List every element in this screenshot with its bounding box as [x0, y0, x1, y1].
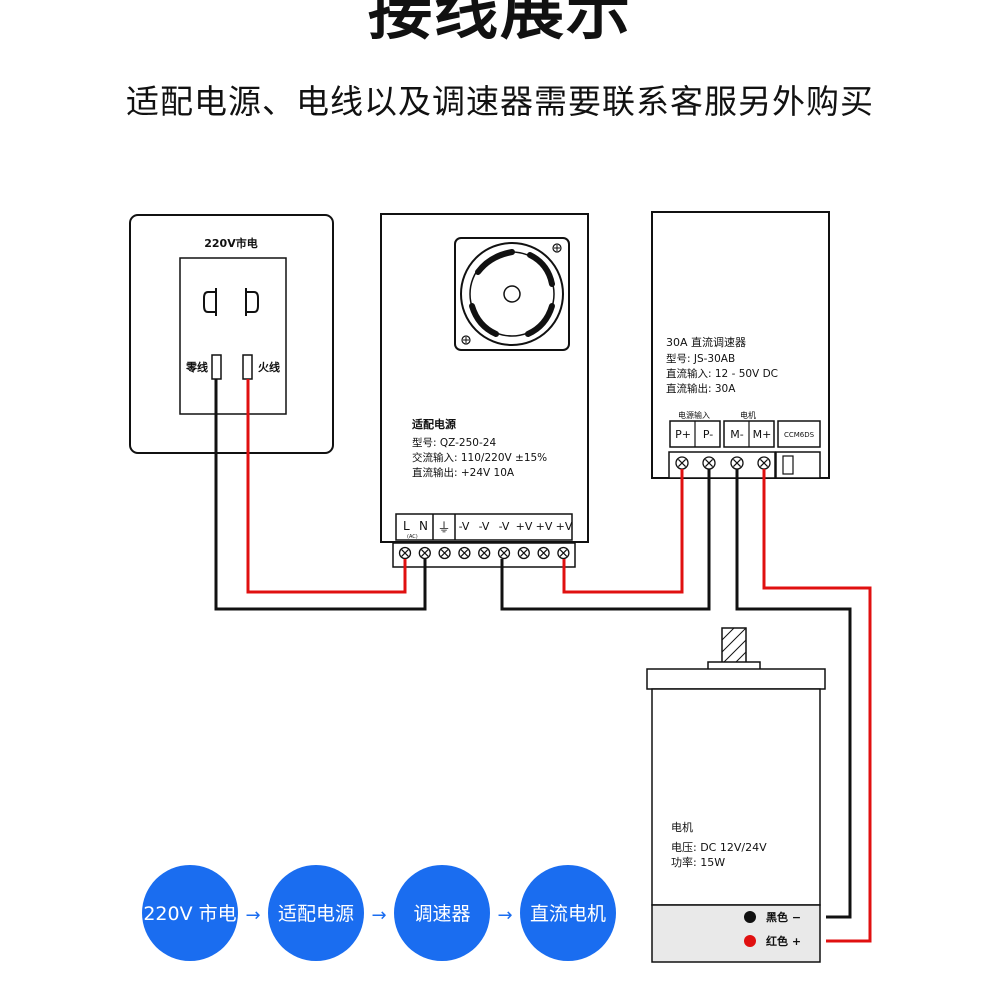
flow-step-label: 220V 市电	[143, 903, 236, 925]
psu-terminal-label: +V	[536, 520, 553, 533]
live-label: 火线	[258, 360, 280, 374]
psu-terminal-label: -V	[499, 520, 510, 533]
psu-terminal-label: -V	[479, 520, 490, 533]
socket-hole-right-icon	[245, 288, 259, 316]
motor-name: 电机	[671, 820, 693, 834]
terminal-screw-icon	[398, 546, 412, 560]
controller-terminal-label: M-	[730, 428, 743, 441]
terminal-screw-icon	[702, 456, 716, 470]
terminal-screw-icon	[757, 456, 771, 470]
motor-voltage: 电压: DC 12V/24V	[671, 841, 767, 854]
terminal-screw-icon	[438, 546, 451, 560]
psu-model: 型号: QZ-250-24	[412, 436, 496, 449]
controller-name: 30A 直流调速器	[666, 335, 746, 349]
socket-live-terminal	[242, 354, 253, 380]
flow-arrow-icon: →	[497, 905, 512, 926]
motor-black-label: 黑色 −	[766, 910, 801, 924]
wire-ctrl-mminus-to-motor-black	[735, 469, 852, 919]
black-dot-icon	[744, 911, 756, 923]
psu-terminal-label: +V	[516, 520, 533, 533]
wall-socket: 220V市电 零线 火线	[129, 214, 334, 454]
screw-icon	[552, 243, 562, 253]
socket-plate	[179, 257, 287, 415]
psu-dc-output: 直流输出: +24V 10A	[412, 466, 515, 479]
terminal-screw-icon	[497, 546, 511, 560]
flow-step-label: 直流电机	[530, 903, 606, 925]
terminal-screw-icon	[557, 546, 570, 560]
controller-terminal-label: P-	[703, 428, 713, 441]
wire-socket-live-to-psu-l	[246, 379, 407, 594]
flow-arrow-icon: →	[371, 905, 386, 926]
socket-hole-left-icon	[203, 288, 217, 316]
flow-step-circle	[394, 865, 490, 961]
psu-n-sub-label: (AC)	[407, 534, 418, 540]
terminal-screw-icon	[458, 546, 471, 560]
flow-step-label: 适配电源	[278, 903, 354, 925]
terminal-screw-icon	[730, 456, 744, 470]
terminal-screw-icon	[418, 546, 431, 560]
psu-name: 适配电源	[412, 417, 456, 431]
controller-model: 型号: JS-30AB	[666, 352, 735, 365]
flow-step-circle	[268, 865, 364, 961]
psu-terminal-label: -V	[459, 520, 470, 533]
neutral-label: 零线	[185, 360, 208, 374]
controller-terminal-label: P+	[675, 428, 691, 441]
flow-step-circle	[142, 865, 238, 961]
psu-ac-input: 交流输入: 110/220V ±15%	[412, 451, 547, 464]
wire-psu-positive-to-ctrl-pplus	[562, 469, 684, 594]
controller-dc-input: 直流输入: 12 - 50V DC	[666, 367, 778, 380]
socket-neutral-terminal	[211, 354, 222, 380]
ground-icon: ⏚	[437, 521, 450, 536]
screw-icon	[461, 335, 471, 345]
wire-psu-negative-to-ctrl-pminus	[500, 469, 711, 611]
psu-terminal-label: N	[419, 519, 428, 533]
controller-switch-icon	[782, 455, 794, 475]
speed-controller: 30A 直流调速器 型号: JS-30AB 直流输入: 12 - 50V DC …	[651, 211, 830, 479]
terminal-screw-icon	[517, 546, 530, 560]
flow-step-circle	[520, 865, 616, 961]
red-dot-icon	[744, 935, 756, 947]
socket-label: 220V市电	[204, 236, 257, 250]
psu-terminal-label: +V	[556, 520, 573, 533]
wire-socket-neutral-to-psu-n	[214, 379, 427, 611]
psu-terminal-label: L	[403, 519, 410, 533]
terminal-screw-icon	[675, 456, 689, 470]
power-supply: 适配电源 型号: QZ-250-24 交流输入: 110/220V ±15% 直…	[380, 213, 589, 568]
motor-red-label: 红色 +	[766, 934, 801, 948]
flow-steps: 220V 市电 适配电源 调速器 直流电机 → → →	[142, 865, 616, 961]
controller-dc-output: 直流输出: 30A	[666, 382, 736, 395]
wire-ctrl-mplus-to-motor-red	[762, 469, 872, 943]
page-subtitle: 适配电源、电线以及调速器需要联系客服另外购买	[126, 82, 874, 121]
fan-icon	[454, 237, 570, 351]
dc-motor: 电机 电压: DC 12V/24V 功率: 15W 黑色 − 红色 +	[646, 627, 826, 963]
page-title: 接线展示	[368, 0, 632, 49]
controller-terminal-label: M+	[753, 428, 772, 441]
terminal-screw-icon	[478, 546, 491, 560]
controller-motor-group-label: 电机	[740, 410, 756, 420]
controller-ccm-label: CCM6DS	[784, 431, 815, 439]
controller-input-group-label: 电源输入	[678, 410, 710, 420]
flow-arrow-icon: →	[245, 905, 260, 926]
motor-power: 功率: 15W	[671, 855, 725, 869]
flow-step-label: 调速器	[413, 903, 470, 925]
terminal-screw-icon	[537, 546, 550, 560]
